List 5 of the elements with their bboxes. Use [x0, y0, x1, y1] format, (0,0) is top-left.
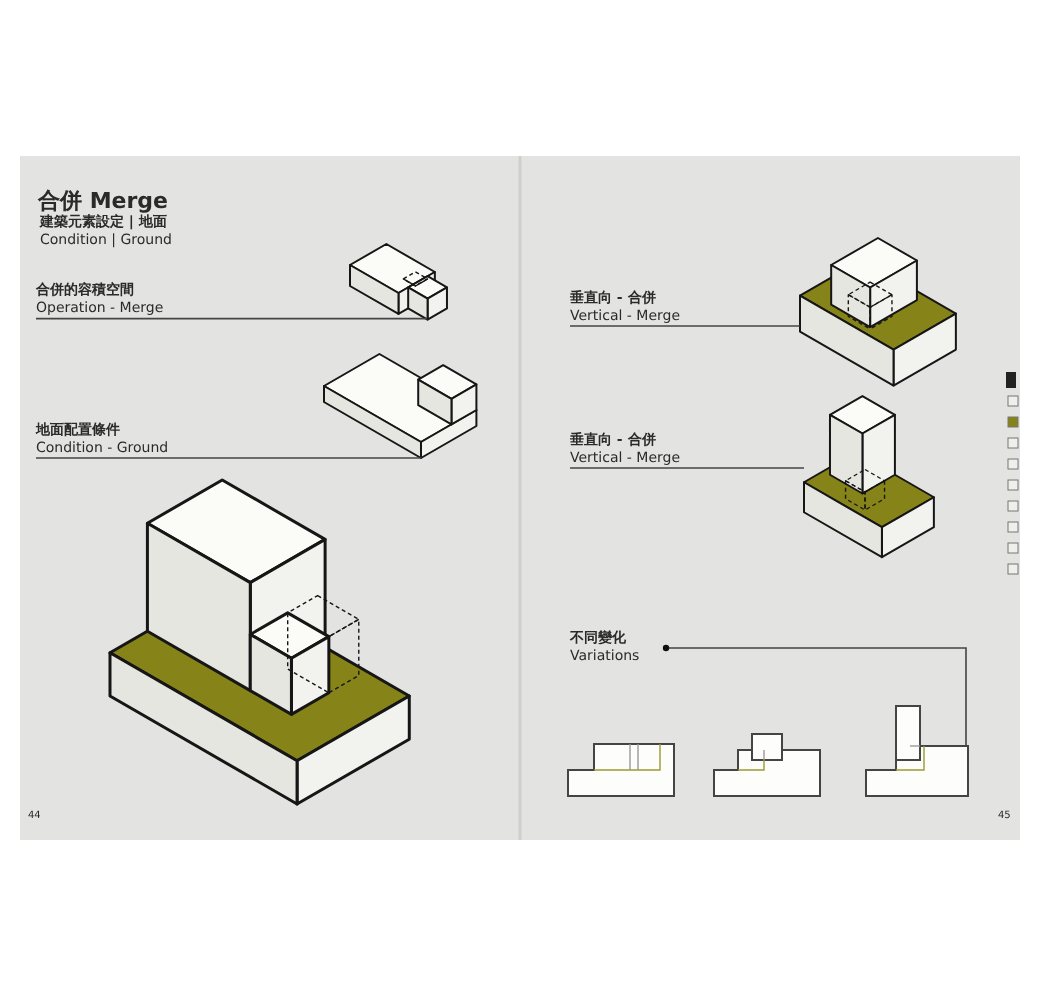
page-title: 合併 Merge — [38, 188, 168, 214]
leader-line — [662, 644, 967, 747]
leader-line — [35, 317, 429, 320]
leader-line — [569, 467, 805, 469]
leader-line — [35, 457, 423, 459]
